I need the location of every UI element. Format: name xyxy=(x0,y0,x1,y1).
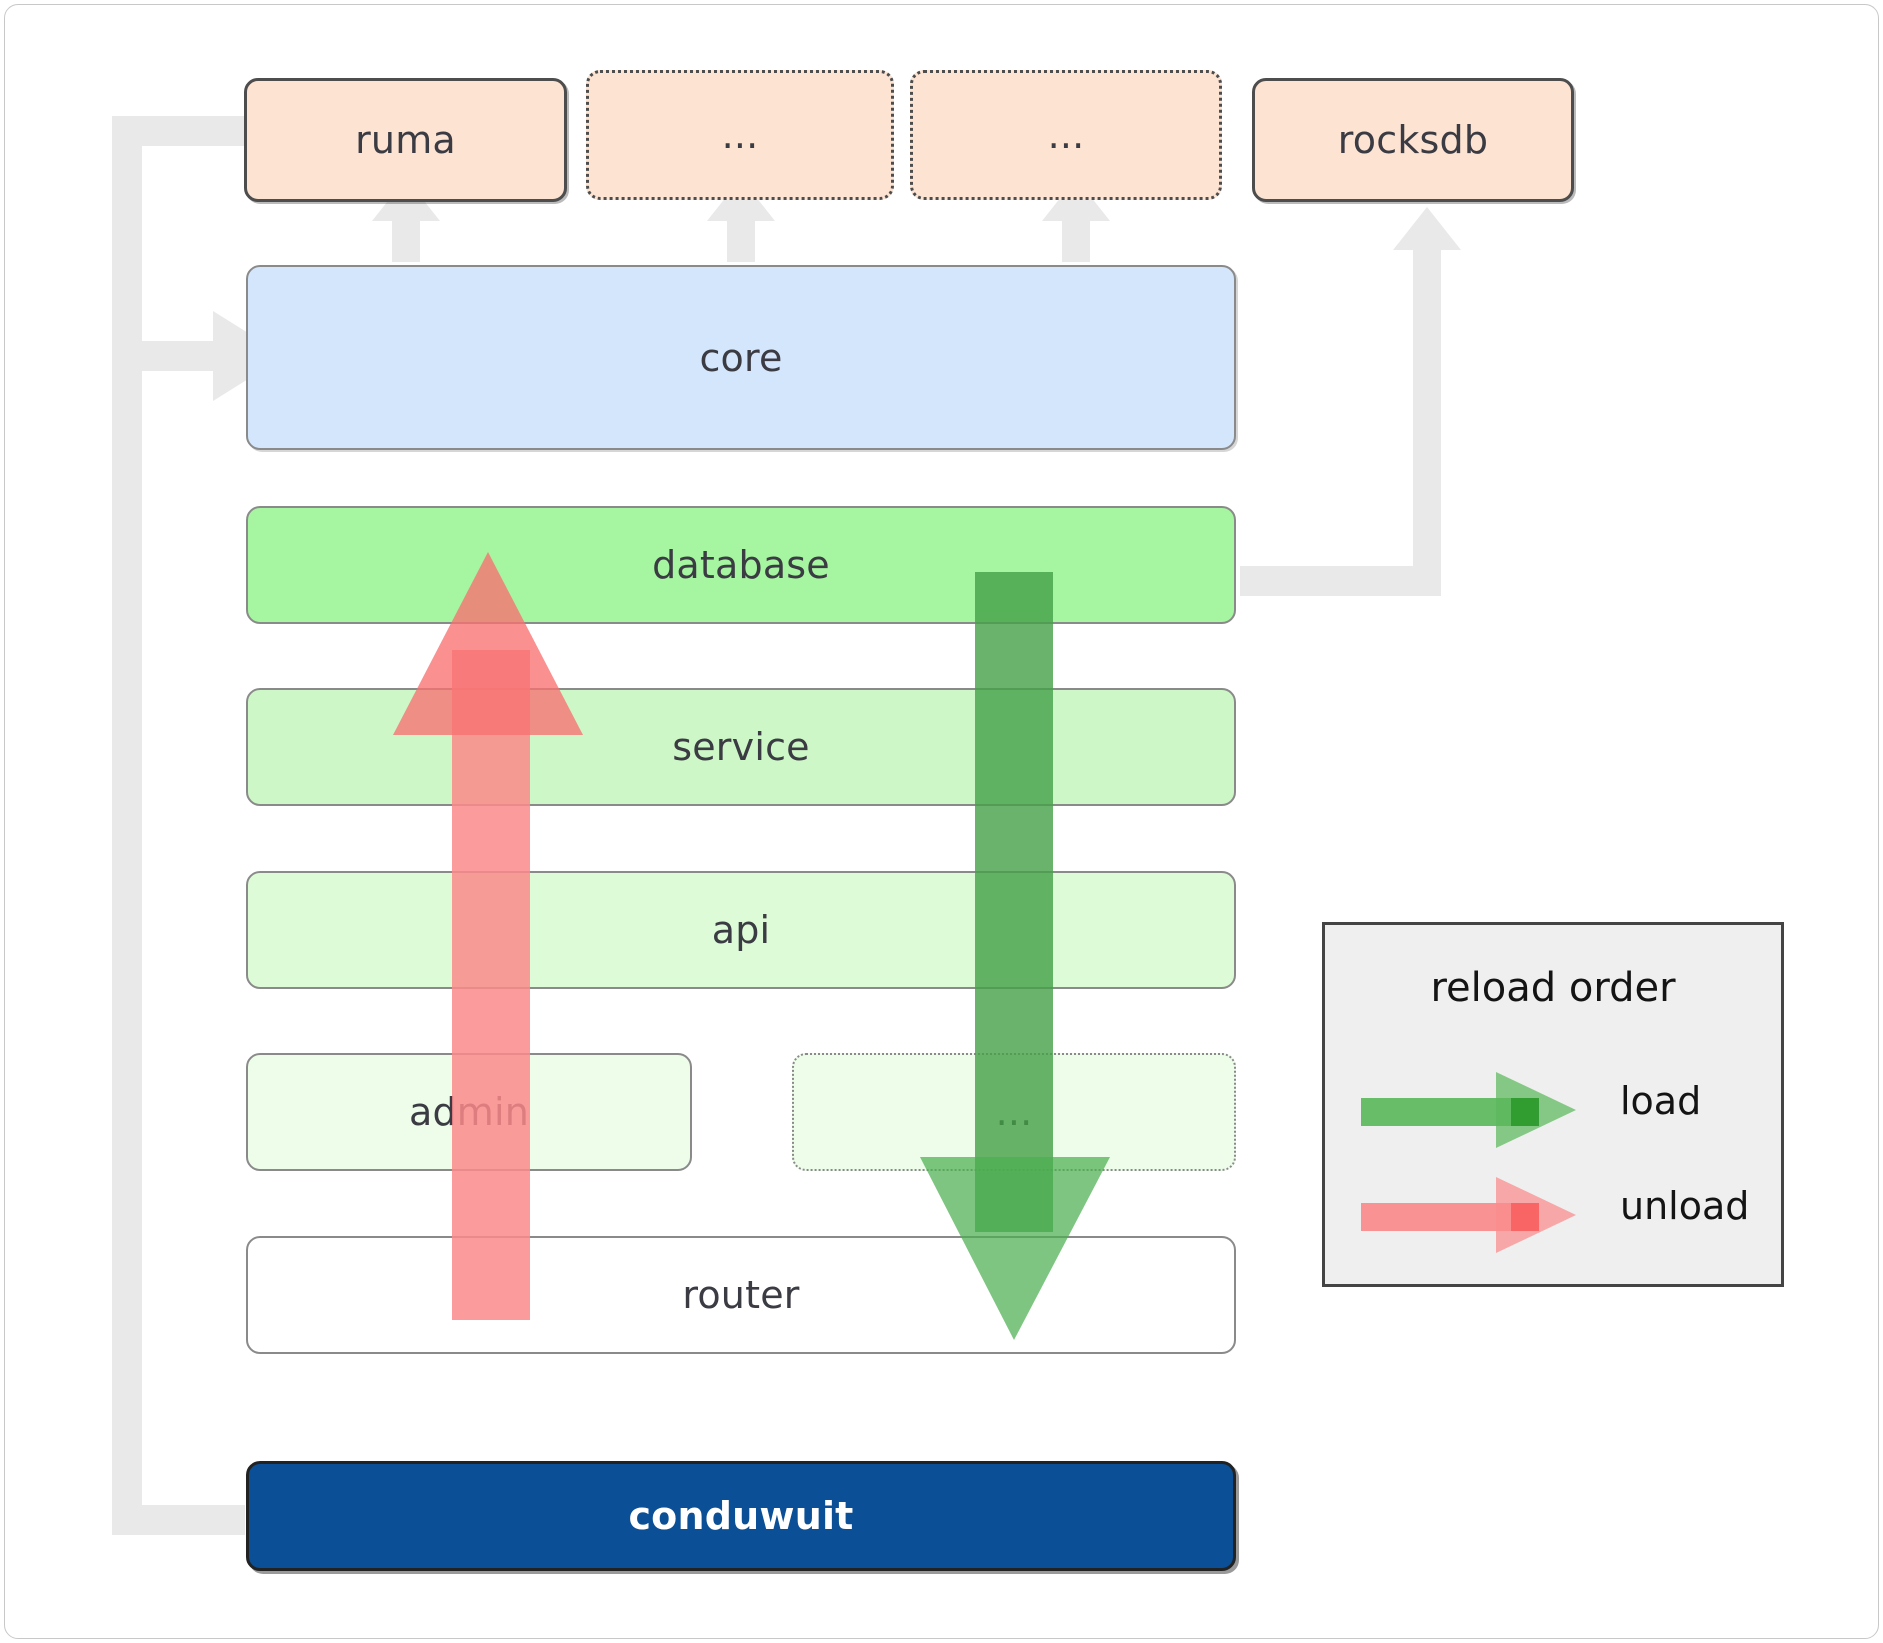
legend-unload-label: unload xyxy=(1620,1184,1750,1228)
legend-row-unload: unload xyxy=(1325,1170,1781,1260)
node-database-label: database xyxy=(652,543,830,587)
legend-title: reload order xyxy=(1430,965,1676,1011)
node-dependency-dots-2-label: ... xyxy=(1047,113,1085,157)
node-router[interactable]: router xyxy=(246,1236,1236,1354)
legend-reload-order: reload order load unload xyxy=(1322,922,1784,1287)
node-admin[interactable]: admin xyxy=(246,1053,692,1171)
node-rocksdb-label: rocksdb xyxy=(1337,118,1489,162)
node-rocksdb[interactable]: rocksdb xyxy=(1252,78,1574,202)
node-core-label: core xyxy=(699,335,783,380)
node-conduwuit-label: conduwuit xyxy=(628,1494,854,1538)
legend-load-arrow-icon xyxy=(1361,1072,1576,1148)
node-api[interactable]: api xyxy=(246,871,1236,989)
node-conduwuit[interactable]: conduwuit xyxy=(246,1461,1236,1571)
node-service[interactable]: service xyxy=(246,688,1236,806)
legend-row-load: load xyxy=(1325,1065,1781,1155)
node-admin-label: admin xyxy=(408,1090,530,1134)
node-layer-dots[interactable]: ... xyxy=(792,1053,1236,1171)
legend-unload-arrow-icon xyxy=(1361,1177,1576,1253)
node-ruma[interactable]: ruma xyxy=(244,78,567,202)
node-api-label: api xyxy=(711,908,771,952)
node-router-label: router xyxy=(682,1273,800,1317)
node-dependency-dots-1[interactable]: ... xyxy=(586,70,894,200)
node-core[interactable]: core xyxy=(246,265,1236,450)
node-service-label: service xyxy=(672,725,810,769)
node-database[interactable]: database xyxy=(246,506,1236,624)
node-dependency-dots-2[interactable]: ... xyxy=(910,70,1222,200)
node-dependency-dots-1-label: ... xyxy=(721,113,759,157)
node-layer-dots-label: ... xyxy=(995,1090,1033,1134)
diagram-frame xyxy=(4,4,1879,1639)
legend-load-label: load xyxy=(1620,1079,1702,1123)
node-ruma-label: ruma xyxy=(355,118,456,162)
